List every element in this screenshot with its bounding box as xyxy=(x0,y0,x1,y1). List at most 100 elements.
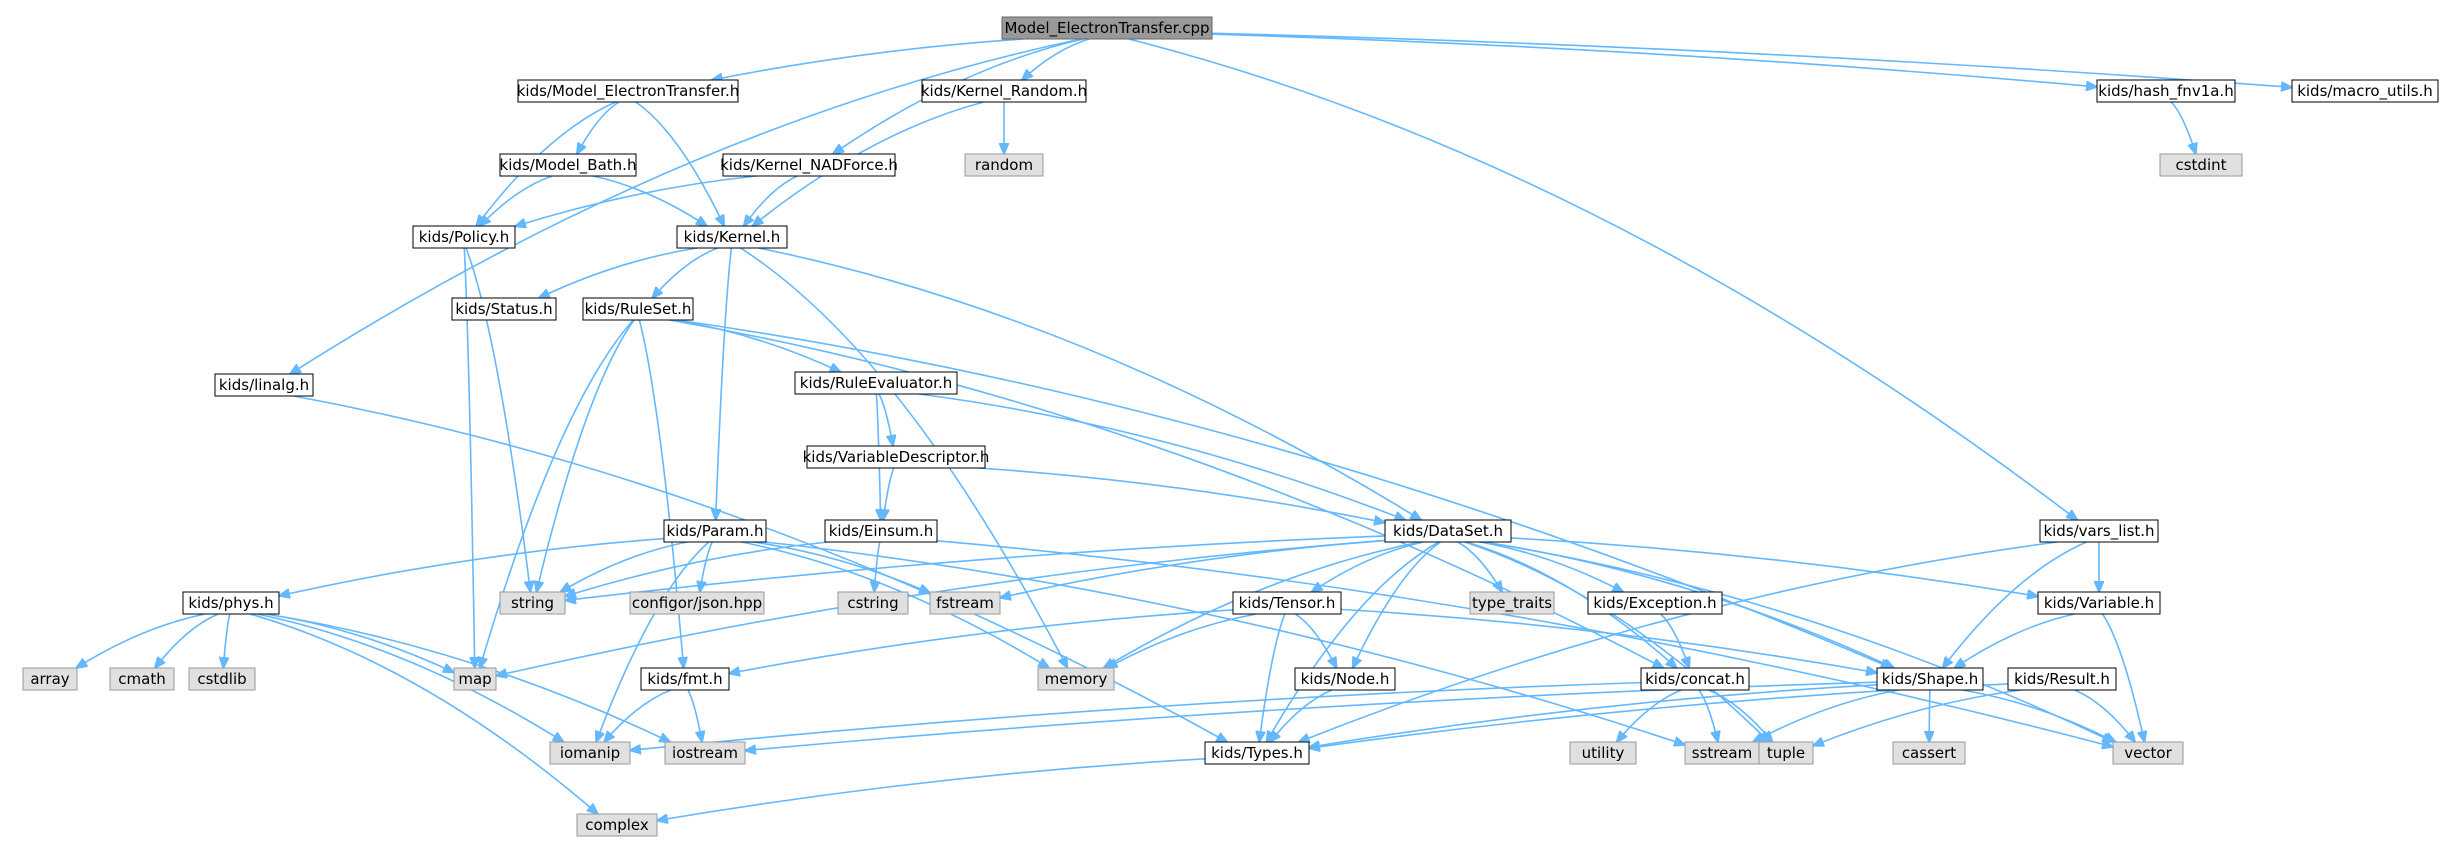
node-kpolicy[interactable]: kids/Policy.h xyxy=(412,225,516,249)
node-map-label: map xyxy=(458,670,491,688)
node-knode[interactable]: kids/Node.h xyxy=(1294,667,1396,691)
node-map: map xyxy=(453,667,497,691)
edge-keinsum-to-cstring xyxy=(874,541,881,592)
node-cstdint-box xyxy=(2159,153,2243,177)
node-ktensor[interactable]: kids/Tensor.h xyxy=(1232,591,1342,615)
edge-root-to-kmacro xyxy=(1211,32,2292,87)
edge-kkernel-to-kdataset xyxy=(758,247,1421,520)
edge-kdataset-to-string xyxy=(565,535,1386,600)
edge-kfmt-to-iomanip xyxy=(604,689,672,742)
node-array: array xyxy=(22,667,78,691)
node-ktypes[interactable]: kids/Types.h xyxy=(1204,741,1310,765)
edge-kvardesc-to-keinsum xyxy=(883,467,895,520)
node-khash-box xyxy=(2096,79,2236,103)
node-cmath-label: cmath xyxy=(118,670,165,688)
node-kshape[interactable]: kids/Shape.h xyxy=(1876,667,1984,691)
node-kfmt[interactable]: kids/fmt.h xyxy=(640,667,730,691)
node-ktensor-box xyxy=(1232,591,1342,615)
node-cstdint-label: cstdint xyxy=(2175,156,2226,174)
node-kpolicy-box xyxy=(412,225,516,249)
node-krand[interactable]: kids/Kernel_Random.h xyxy=(921,79,1087,103)
edge-kmet-to-kbath xyxy=(577,101,620,154)
node-typetraits-box xyxy=(1469,591,1555,615)
node-kbath[interactable]: kids/Model_Bath.h xyxy=(499,153,637,177)
edge-knode-to-ktypes xyxy=(1270,689,1333,742)
edge-knad-to-kkernel xyxy=(744,175,798,226)
node-kvarslist-box xyxy=(2039,519,2159,543)
node-configjson-box xyxy=(629,591,765,615)
node-knode-box xyxy=(1294,667,1396,691)
node-knad[interactable]: kids/Kernel_NADForce.h xyxy=(720,153,898,177)
node-random-box xyxy=(964,153,1044,177)
edge-kparam-to-iomanip xyxy=(596,541,710,742)
edge-kdataset-to-knode xyxy=(1353,541,1441,668)
edge-kbath-to-kpolicy xyxy=(480,175,553,226)
node-root[interactable]: Model_ElectronTransfer.cpp xyxy=(1001,16,1213,40)
node-knode-label: kids/Node.h xyxy=(1301,670,1390,688)
node-kdataset[interactable]: kids/DataSet.h xyxy=(1384,519,1512,543)
node-kvarslist[interactable]: kids/vars_list.h xyxy=(2039,519,2159,543)
node-kruleset[interactable]: kids/RuleSet.h xyxy=(582,297,694,321)
node-vector: vector xyxy=(2112,741,2184,765)
node-kruleeval[interactable]: kids/RuleEvaluator.h xyxy=(794,371,958,395)
edge-knad-to-kpolicy xyxy=(515,175,757,226)
edge-kdataset-to-ktensor xyxy=(1312,541,1424,592)
node-kvariable[interactable]: kids/Variable.h xyxy=(2037,591,2161,615)
node-kmacro[interactable]: kids/macro_utils.h xyxy=(2291,79,2439,103)
node-khash[interactable]: kids/hash_fnv1a.h xyxy=(2096,79,2236,103)
edge-ktensor-to-kshape xyxy=(1340,608,1877,672)
node-cstring-box xyxy=(837,591,909,615)
node-vector-box xyxy=(2112,741,2184,765)
node-random: random xyxy=(964,153,1044,177)
edge-kdataset-to-ktypes xyxy=(1266,541,1439,742)
node-kresult[interactable]: kids/Result.h xyxy=(2007,667,2117,691)
node-kexcept[interactable]: kids/Exception.h xyxy=(1587,591,1723,615)
edge-kruleset-to-string xyxy=(536,319,635,592)
node-kvardesc-box xyxy=(806,445,986,469)
node-typetraits-label: type_traits xyxy=(1472,594,1552,613)
node-kconcat[interactable]: kids/concat.h xyxy=(1640,667,1750,691)
edge-kdataset-to-vector xyxy=(1482,541,2114,742)
node-kkernel[interactable]: kids/Kernel.h xyxy=(676,225,788,249)
node-cstdint: cstdint xyxy=(2159,153,2243,177)
edge-kbath-to-kkernel xyxy=(592,175,707,226)
node-kdataset-box xyxy=(1384,519,1512,543)
node-root-label: Model_ElectronTransfer.cpp xyxy=(1004,19,1209,38)
edge-root-to-kmet xyxy=(712,38,1024,80)
node-cstring-label: cstring xyxy=(847,594,898,612)
node-kparam[interactable]: kids/Param.h xyxy=(663,519,767,543)
node-kparam-label: kids/Param.h xyxy=(666,522,763,540)
node-klinalg[interactable]: kids/linalg.h xyxy=(214,373,314,397)
edge-kconcat-to-tuple xyxy=(1708,689,1773,742)
edge-kconcat-to-sstream xyxy=(1698,689,1718,742)
node-kbath-label: kids/Model_Bath.h xyxy=(500,156,637,175)
node-kphys[interactable]: kids/phys.h xyxy=(182,591,280,615)
edge-ktypes-to-complex xyxy=(657,758,1206,821)
node-vector-label: vector xyxy=(2124,744,2172,762)
edge-kshape-to-sstream xyxy=(1753,689,1900,742)
edge-khash-to-cstdint xyxy=(2170,101,2196,154)
node-kparam-box xyxy=(663,519,767,543)
node-kvardesc[interactable]: kids/VariableDescriptor.h xyxy=(803,445,990,469)
edge-root-to-kvarslist xyxy=(1128,38,2078,520)
node-cstdlib-box xyxy=(188,667,256,691)
edge-kexcept-to-kconcat xyxy=(1660,613,1689,668)
edge-kruleeval-to-keinsum xyxy=(876,393,880,520)
node-kmacro-box xyxy=(2291,79,2439,103)
node-kmet[interactable]: kids/Model_ElectronTransfer.h xyxy=(517,79,740,103)
edge-ktensor-to-ktypes xyxy=(1259,613,1286,742)
graph-edges xyxy=(76,32,2292,821)
node-tuple: tuple xyxy=(1758,741,1814,765)
node-kstatus[interactable]: kids/Status.h xyxy=(451,297,557,321)
node-keinsum[interactable]: kids/Einsum.h xyxy=(824,519,938,543)
node-typetraits: type_traits xyxy=(1469,591,1555,615)
edge-kshape-to-cassert xyxy=(1929,689,1930,742)
edge-kparam-to-string xyxy=(560,541,688,592)
edge-root-to-krand xyxy=(1022,38,1090,80)
node-tuple-box xyxy=(1758,741,1814,765)
node-cassert-label: cassert xyxy=(1902,744,1956,762)
node-iomanip-box xyxy=(549,741,631,765)
edge-kvariable-to-vector xyxy=(2101,613,2145,742)
edge-ktensor-to-kfmt xyxy=(729,609,1234,674)
node-string: string xyxy=(499,591,566,615)
